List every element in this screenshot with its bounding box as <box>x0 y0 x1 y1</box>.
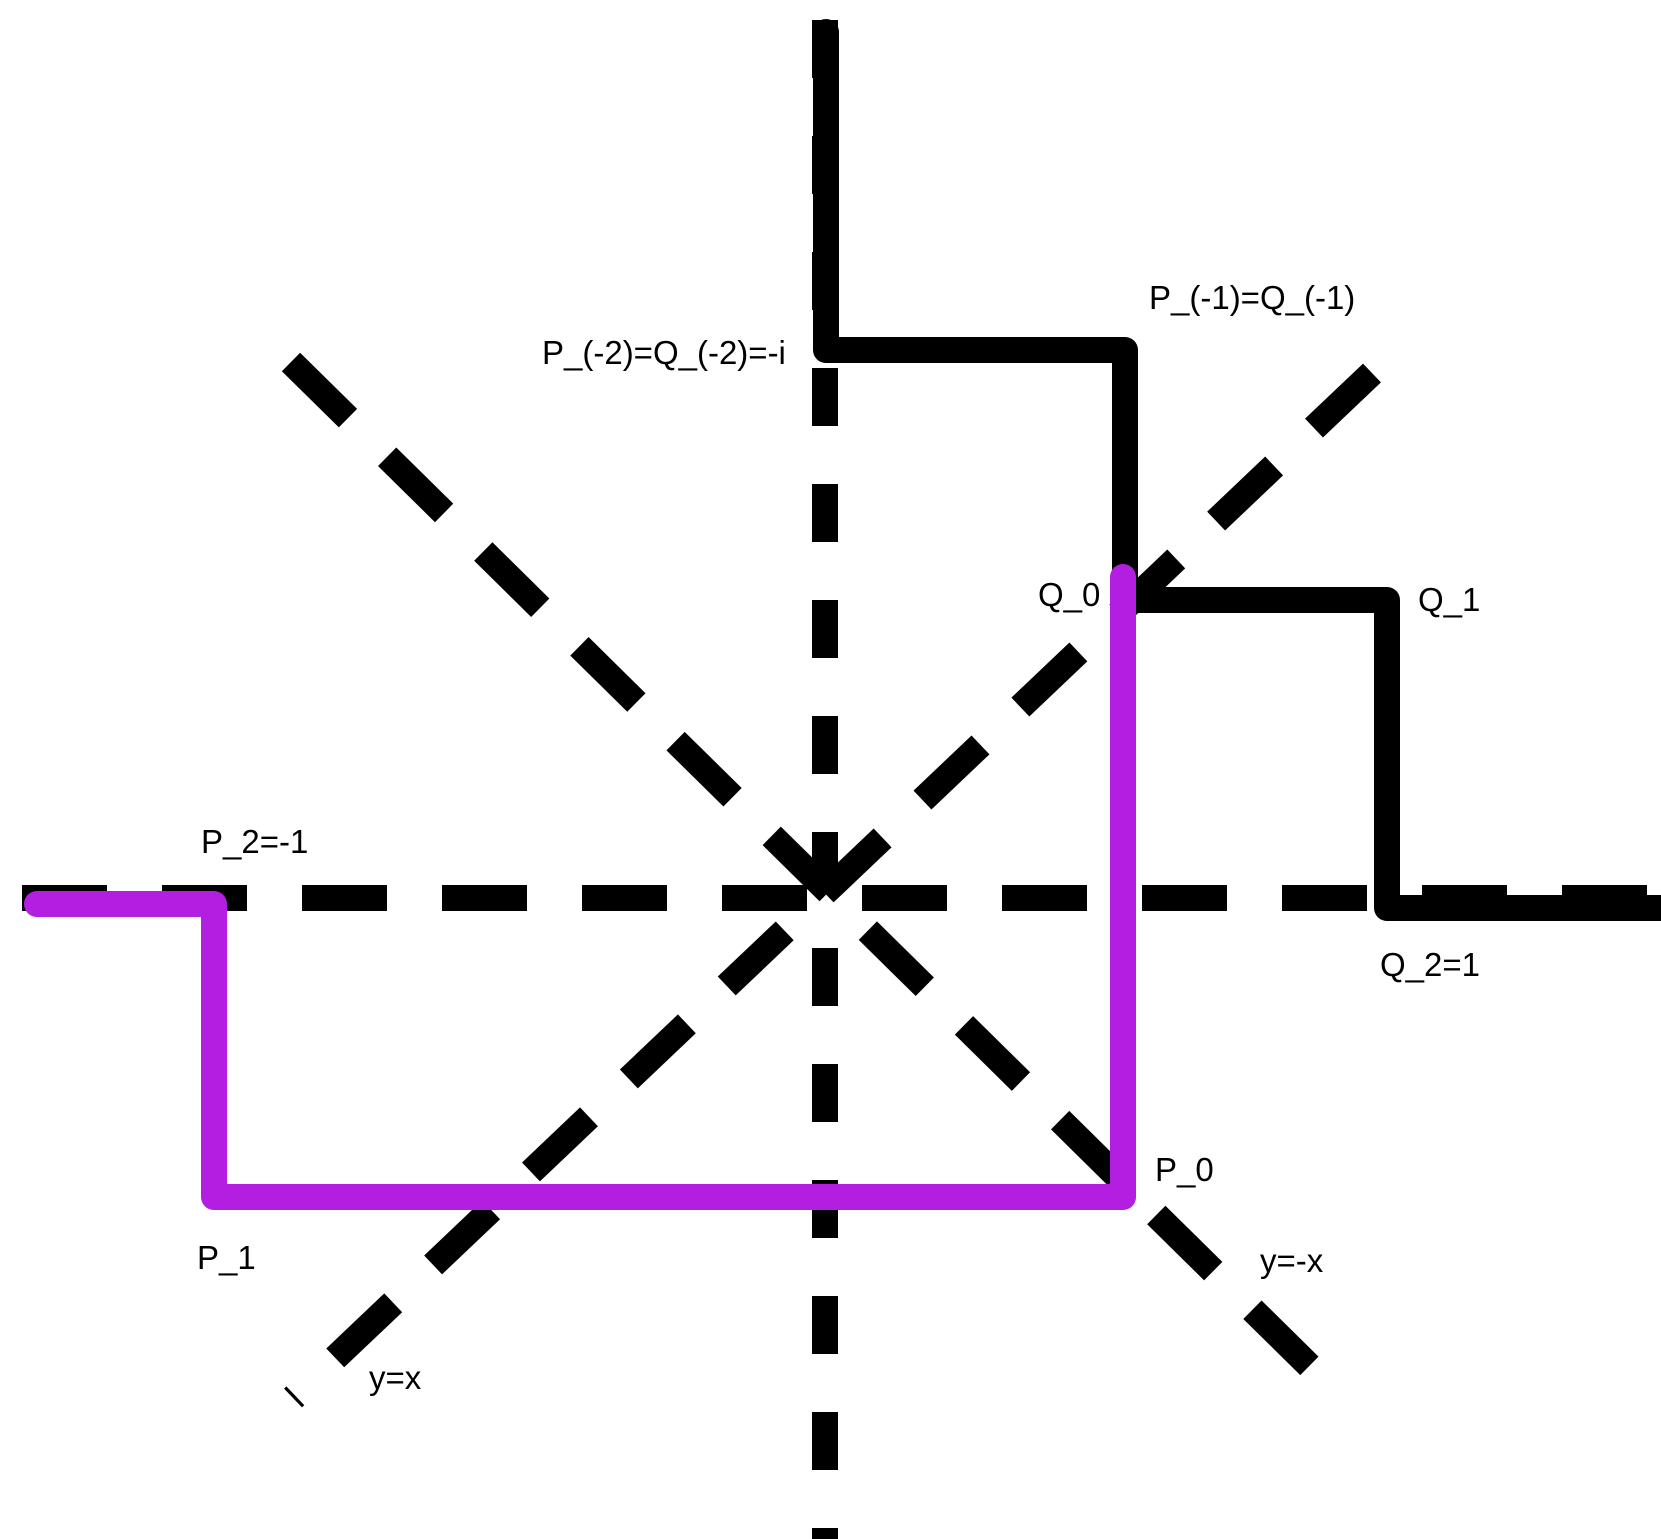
label-q0: Q_0 <box>1038 576 1100 613</box>
label-y-equals-minus-x: y=-x <box>1260 1242 1324 1279</box>
label-p-minus1: P_(-1)=Q_(-1) <box>1149 279 1355 316</box>
label-p2: P_2=-1 <box>201 823 308 860</box>
diagonal-line-y-equals-minus-x <box>281 352 1354 1410</box>
label-q1: Q_1 <box>1418 581 1480 618</box>
label-p0: P_0 <box>1155 1151 1214 1188</box>
label-p-minus2: P_(-2)=Q_(-2)=-i <box>542 334 786 371</box>
path-p-staircase <box>24 564 1136 1210</box>
label-y-equals-x: y=x <box>369 1359 422 1396</box>
label-q2: Q_2=1 <box>1380 946 1480 983</box>
label-p1: P_1 <box>197 1239 256 1276</box>
